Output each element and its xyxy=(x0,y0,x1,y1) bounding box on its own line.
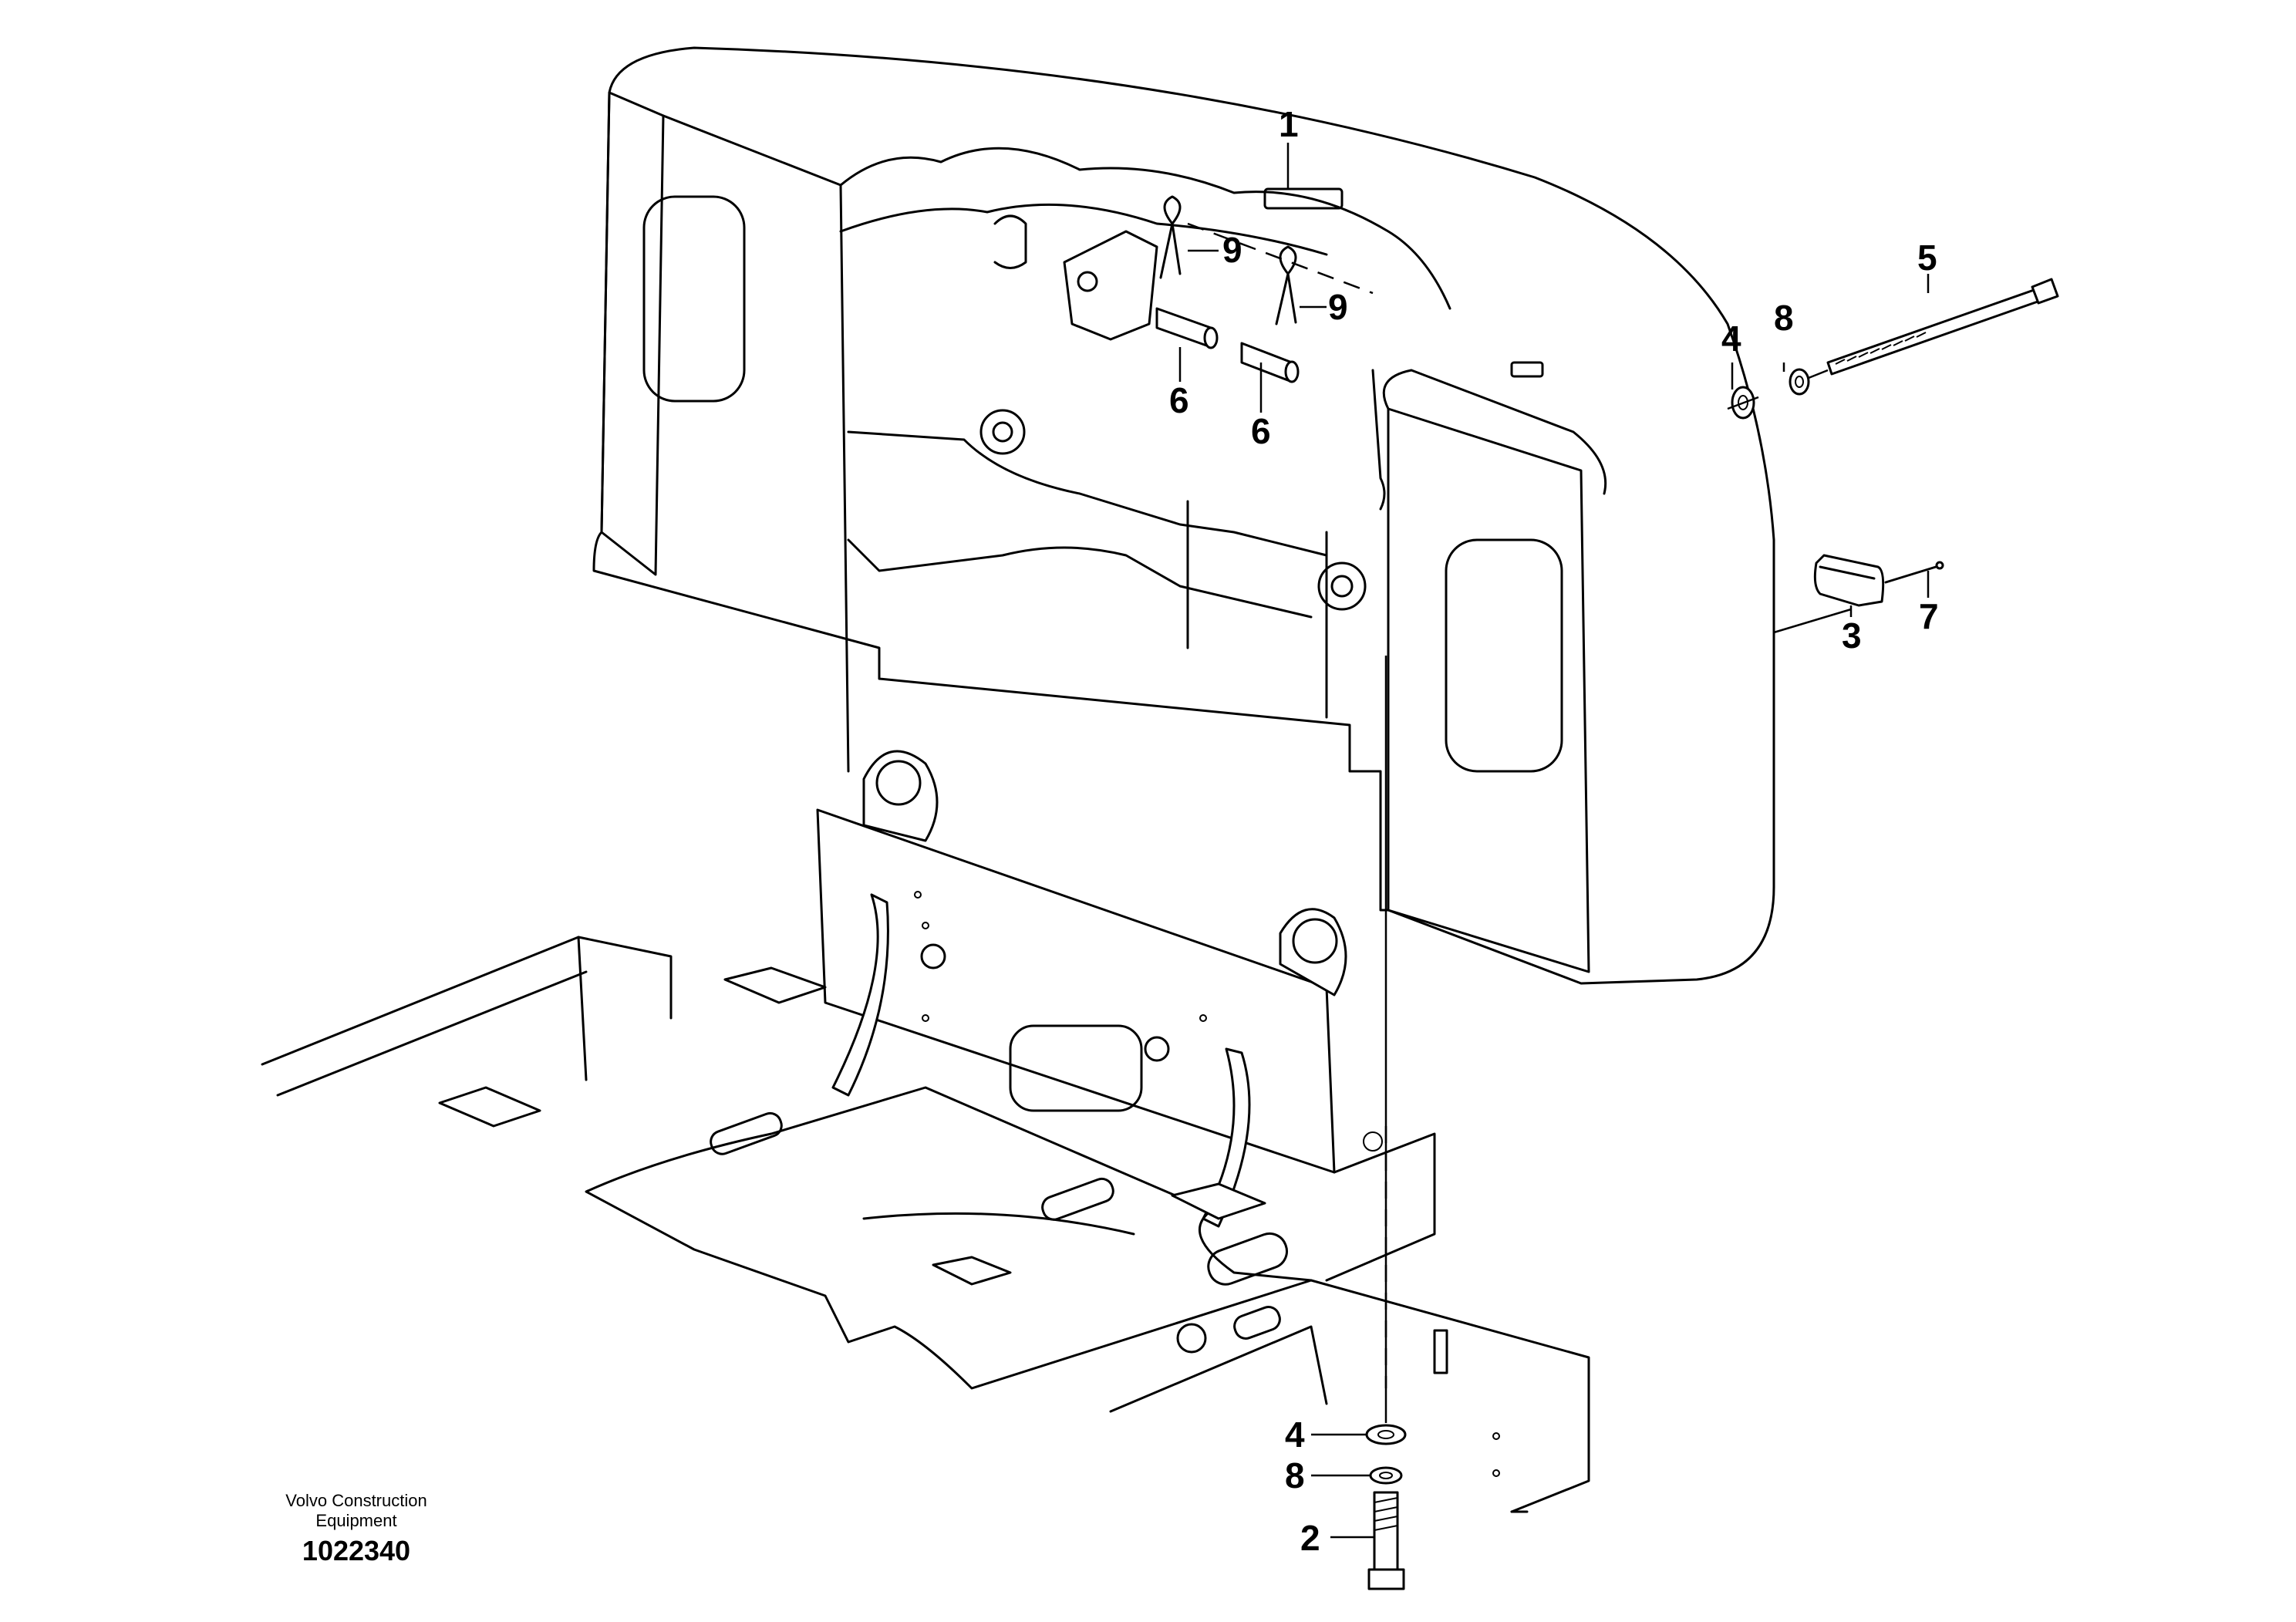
brand-line-1: Volvo Construction xyxy=(285,1491,426,1510)
pin-6-right xyxy=(1240,342,1300,383)
clip-9-right xyxy=(1275,245,1297,325)
washer-8-top xyxy=(1789,368,1810,396)
callout-4-top: 4 xyxy=(1721,319,1741,359)
callout-4-bottom: 4 xyxy=(1285,1415,1305,1455)
cover-plate-3 xyxy=(1813,554,1885,607)
washer-8-bottom xyxy=(1369,1466,1403,1485)
callout-8-bottom: 8 xyxy=(1285,1455,1305,1496)
callout-1: 1 xyxy=(1279,104,1299,144)
clip-9-left xyxy=(1159,195,1182,279)
machine-frame xyxy=(261,750,1590,1513)
callout-9-right: 9 xyxy=(1328,287,1348,327)
bolt-5 xyxy=(1826,278,2059,376)
drawing-number: 1022340 xyxy=(302,1535,410,1566)
callout-2: 2 xyxy=(1300,1518,1320,1558)
callout-9-left: 9 xyxy=(1222,230,1242,270)
pin-6-left xyxy=(1155,307,1219,349)
brand-line-2: Equipment xyxy=(315,1511,396,1530)
callout-6-left: 6 xyxy=(1169,380,1189,420)
screw-7 xyxy=(1884,561,1944,584)
callout-3: 3 xyxy=(1842,615,1862,656)
callout-6-right: 6 xyxy=(1251,411,1271,451)
leader-lines xyxy=(1178,143,1930,1539)
counterweight xyxy=(592,46,1775,985)
callout-5: 5 xyxy=(1917,238,1937,278)
washer-4-bottom xyxy=(1365,1424,1407,1445)
callout-8-top: 8 xyxy=(1774,298,1794,338)
callout-7: 7 xyxy=(1919,596,1939,636)
bolt-2 xyxy=(1367,1491,1405,1590)
